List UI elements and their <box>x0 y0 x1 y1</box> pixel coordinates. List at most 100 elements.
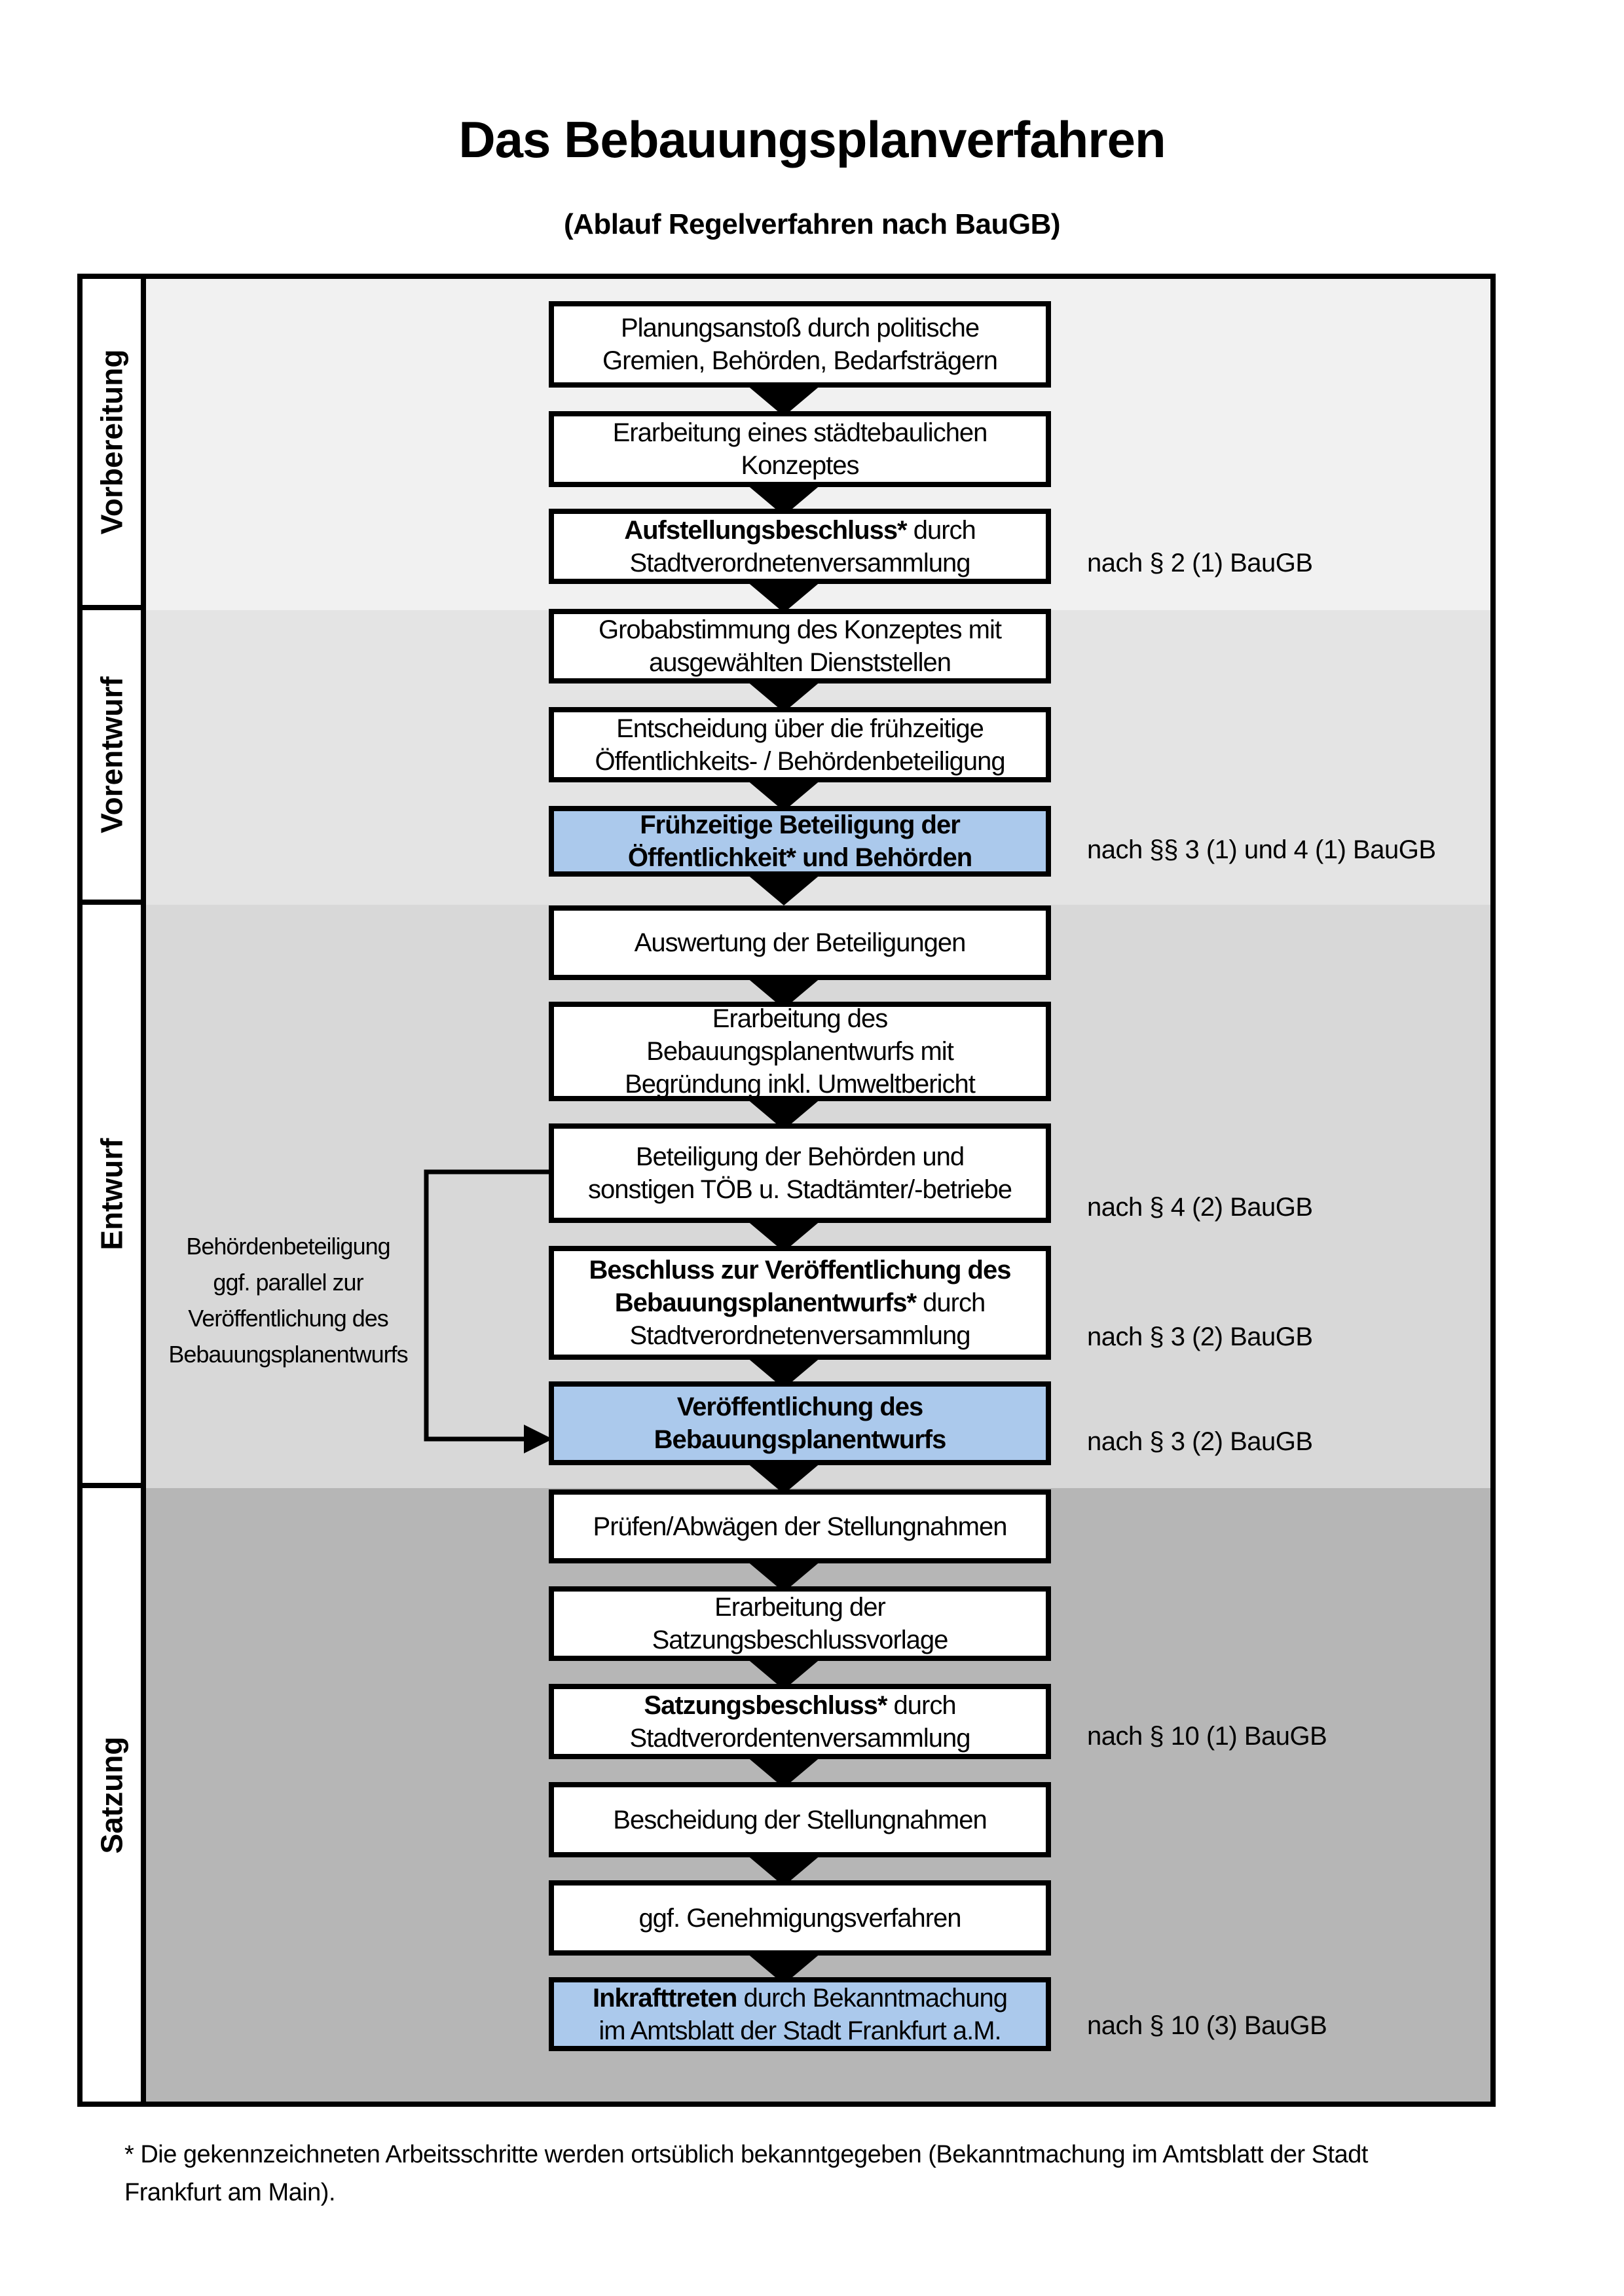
flow-box-text: durch Bekanntmachung <box>737 1983 1008 2013</box>
flow-box-text: durch <box>906 515 976 545</box>
flow-box-line: Entscheidung über die frühzeitige <box>616 712 984 745</box>
flow-box-line: Bebauungsplanentwurfs <box>654 1423 947 1456</box>
flow-box-text: ggf. Genehmigungsverfahren <box>638 1903 961 1933</box>
flow-box-text: Veröffentlichung des <box>676 1393 924 1421</box>
phase-cell-2: Entwurf <box>83 905 146 1488</box>
flow-box-text: Prüfen/Abwägen der Stellungnahmen <box>593 1512 1008 1541</box>
flow-box-line: Veröffentlichung des <box>676 1391 924 1423</box>
flow-box-line: Bebauungsplanentwurfs* durch <box>614 1286 986 1319</box>
flow-box-line: Auswertung der Beteiligungen <box>635 926 967 959</box>
flow-box-text: Aufstellungsbeschluss* <box>624 515 907 545</box>
flow-box-15: Bescheidung der Stellungnahmen <box>549 1782 1051 1857</box>
phase-label: Vorbereitung <box>94 349 129 535</box>
phase-label: Satzung <box>94 1736 129 1853</box>
flow-box-line: Grobabstimmung des Konzeptes mit <box>599 613 1002 646</box>
flow-box-16: ggf. Genehmigungsverfahren <box>549 1880 1051 1956</box>
flow-box-line: sonstigen TÖB u. Stadtämter/-betriebe <box>588 1173 1012 1206</box>
flow-box-line: Beteiligung der Behörden und <box>635 1140 965 1173</box>
parallel-note-line: Veröffentlichung des <box>188 1305 389 1332</box>
phase-label: Entwurf <box>94 1137 129 1250</box>
flow-box-line: Bescheidung der Stellungnahmen <box>613 1804 987 1836</box>
flow-box-text: Erarbeitung eines städtebaulichen <box>612 418 988 447</box>
flow-box-text: Öffentlichkeit* und Behörden <box>627 843 972 872</box>
flow-box-text: Erarbeitung der <box>714 1593 886 1622</box>
flow-box-text: Bescheidung der Stellungnahmen <box>613 1805 987 1834</box>
flow-box-line: Satzungsbeschluss* durch <box>644 1689 957 1722</box>
flow-box-text: durch <box>916 1288 986 1317</box>
parallel-note-line: ggf. parallel zur <box>213 1269 363 1296</box>
flow-box-line: Stadtverordnetenversammlung <box>629 1319 971 1352</box>
phase-cell-3: Satzung <box>83 1488 146 2102</box>
flow-box-line: Stadtverordnetenversammlung <box>630 547 971 579</box>
footnote-line: Frankfurt am Main). <box>124 2179 336 2206</box>
flow-box-line: Erarbeitung eines städtebaulichen <box>612 416 988 449</box>
law-reference: nach § 3 (2) BauGB <box>1087 1427 1313 1456</box>
law-reference: nach § 3 (2) BauGB <box>1087 1322 1313 1351</box>
flow-box-text: Erarbeitung des <box>712 1004 888 1033</box>
flow-box-line: Öffentlichkeit* und Behörden <box>628 841 972 874</box>
diagram-frame <box>77 274 1496 2107</box>
law-reference: nach § 2 (1) BauGB <box>1087 549 1313 577</box>
flow-box-text: Inkrafttreten <box>592 1983 737 2013</box>
flow-box-line: Frühzeitige Beteiligung der <box>640 809 961 841</box>
flow-box-line: Inkrafttreten durch Bekanntmachung <box>592 1982 1008 2014</box>
flow-box-line: Konzeptes <box>741 449 859 482</box>
law-reference: nach § 10 (1) BauGB <box>1087 1722 1327 1751</box>
flow-box-line: im Amtsblatt der Stadt Frankfurt a.M. <box>599 2014 1001 2047</box>
flow-box-text: Beteiligung der Behörden und <box>635 1142 965 1171</box>
flow-box-text: durch <box>887 1690 957 1720</box>
flow-box-line: Aufstellungsbeschluss* durch <box>624 514 976 547</box>
flow-box-line: Öffentlichkeits- / Behördenbeteiligung <box>595 745 1005 778</box>
flow-box-line: Stadtverordentenversammlung <box>629 1722 971 1755</box>
flow-box-text: Frühzeitige Beteiligung der <box>640 811 961 839</box>
phase-label: Vorentwurf <box>94 676 129 833</box>
flow-box-12: Prüfen/Abwägen der Stellungnahmen <box>549 1489 1051 1563</box>
flow-box-text: im Amtsblatt der Stadt Frankfurt a.M. <box>599 2016 1001 2045</box>
parallel-note-line: Behördenbeteiligung <box>186 1233 390 1260</box>
flow-box-4: Grobabstimmung des Konzeptes mit ausgewäh… <box>549 609 1051 683</box>
flow-box-line: ggf. Genehmigungsverfahren <box>638 1902 961 1935</box>
flow-box-line: Satzungsbeschlussvorlage <box>652 1624 949 1656</box>
flow-box-text: Grobabstimmung des Konzeptes mit <box>599 615 1002 644</box>
flow-box-text: ausgewählten Dienststellen <box>649 648 951 677</box>
flow-box-text: Stadtverordnetenversammlung <box>629 1321 971 1350</box>
flow-box-text: Bebauungsplanentwurfs <box>654 1425 947 1454</box>
flow-box-text: Begründung inkl. Umweltbericht <box>625 1070 976 1099</box>
flow-box-line: Begründung inkl. Umweltbericht <box>625 1068 976 1101</box>
law-reference: nach § 10 (3) BauGB <box>1087 2011 1327 2040</box>
flow-box-text: Beschluss zur Veröffentlichung des <box>589 1256 1012 1285</box>
flow-box-text: Stadtverordentenversammlung <box>629 1723 971 1753</box>
flow-box-text: Öffentlichkeits- / Behördenbeteiligung <box>595 746 1005 776</box>
flow-box-line: Planungsanstoß durch politische <box>620 312 980 344</box>
flow-box-text: Entscheidung über die frühzeitige <box>616 714 984 743</box>
flow-box-line: Erarbeitung der <box>714 1591 886 1624</box>
flow-box-text: Satzungsbeschluss* <box>644 1690 887 1720</box>
phase-cell-0: Vorbereitung <box>83 279 146 610</box>
flow-box-line: Beschluss zur Veröffentlichung des <box>589 1254 1012 1286</box>
flow-box-text: Bebauungsplanentwurfs* <box>614 1288 917 1317</box>
flow-box-text: Satzungsbeschlussvorlage <box>652 1626 949 1654</box>
parallel-note-line: Bebauungsplanentwurfs <box>168 1341 408 1368</box>
flow-box-7: Auswertung der Beteiligungen <box>549 905 1051 980</box>
footnote-line: * Die gekennzeichneten Arbeitsschritte w… <box>124 2141 1368 2168</box>
flow-box-line: Prüfen/Abwägen der Stellungnahmen <box>593 1510 1008 1543</box>
page-title: Das Bebauungsplanverfahren <box>458 111 1166 168</box>
law-reference: nach §§ 3 (1) und 4 (1) BauGB <box>1087 835 1436 864</box>
flow-box-text: sonstigen TÖB u. Stadtämter/-betriebe <box>587 1175 1012 1204</box>
footnote: * Die gekennzeichneten Arbeitsschritte w… <box>124 2136 1552 2212</box>
flow-box-line: ausgewählten Dienststellen <box>649 646 951 679</box>
flow-box-text: Planungsanstoß durch politische <box>620 314 980 342</box>
phase-cell-1: Vorentwurf <box>83 610 146 905</box>
